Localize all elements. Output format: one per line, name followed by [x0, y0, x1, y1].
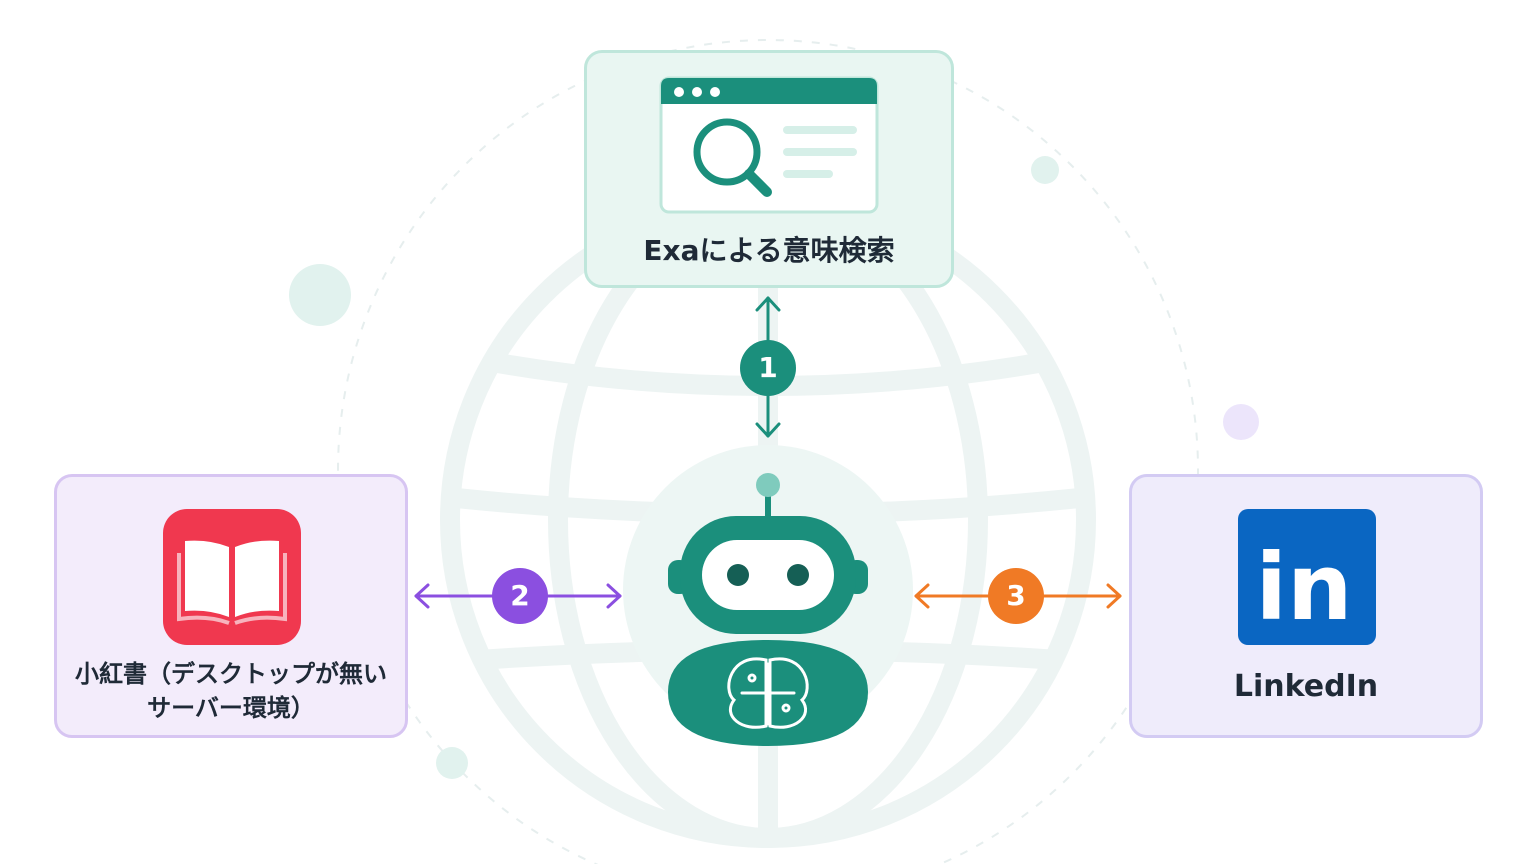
linkedin-label: LinkedIn: [1233, 669, 1379, 704]
xiaohongshu-label: 小紅書（デスクトップが無い サーバー環境）: [57, 657, 405, 725]
xiaohongshu-card: 小紅書（デスクトップが無い サーバー環境）: [54, 474, 408, 738]
xiaohongshu-label-line2: サーバー環境）: [147, 694, 315, 722]
outer-dashed-ring: [337, 39, 1199, 864]
search-card: Exaによる意味検索: [584, 50, 954, 288]
decor-circle: [436, 747, 468, 779]
globe-lines: [440, 192, 1096, 848]
robot-brain-icon: [668, 473, 868, 746]
search-label: Exaによる意味検索: [643, 234, 895, 267]
connection-1-badge: 1: [740, 340, 796, 396]
linkedin-icon-text: in: [1255, 534, 1352, 641]
linkedin-icon: in: [1238, 509, 1376, 645]
decor-circle: [1031, 156, 1059, 184]
browser-search-icon: [659, 76, 879, 214]
decor-circle: [1223, 404, 1259, 440]
xiaohongshu-label-line1: 小紅書（デスクトップが無い: [75, 660, 387, 688]
linkedin-card: in LinkedIn: [1129, 474, 1483, 738]
decor-circle: [289, 264, 351, 326]
open-book-icon: [163, 509, 301, 645]
connection-3-badge: 3: [988, 568, 1044, 624]
connection-2-badge: 2: [492, 568, 548, 624]
